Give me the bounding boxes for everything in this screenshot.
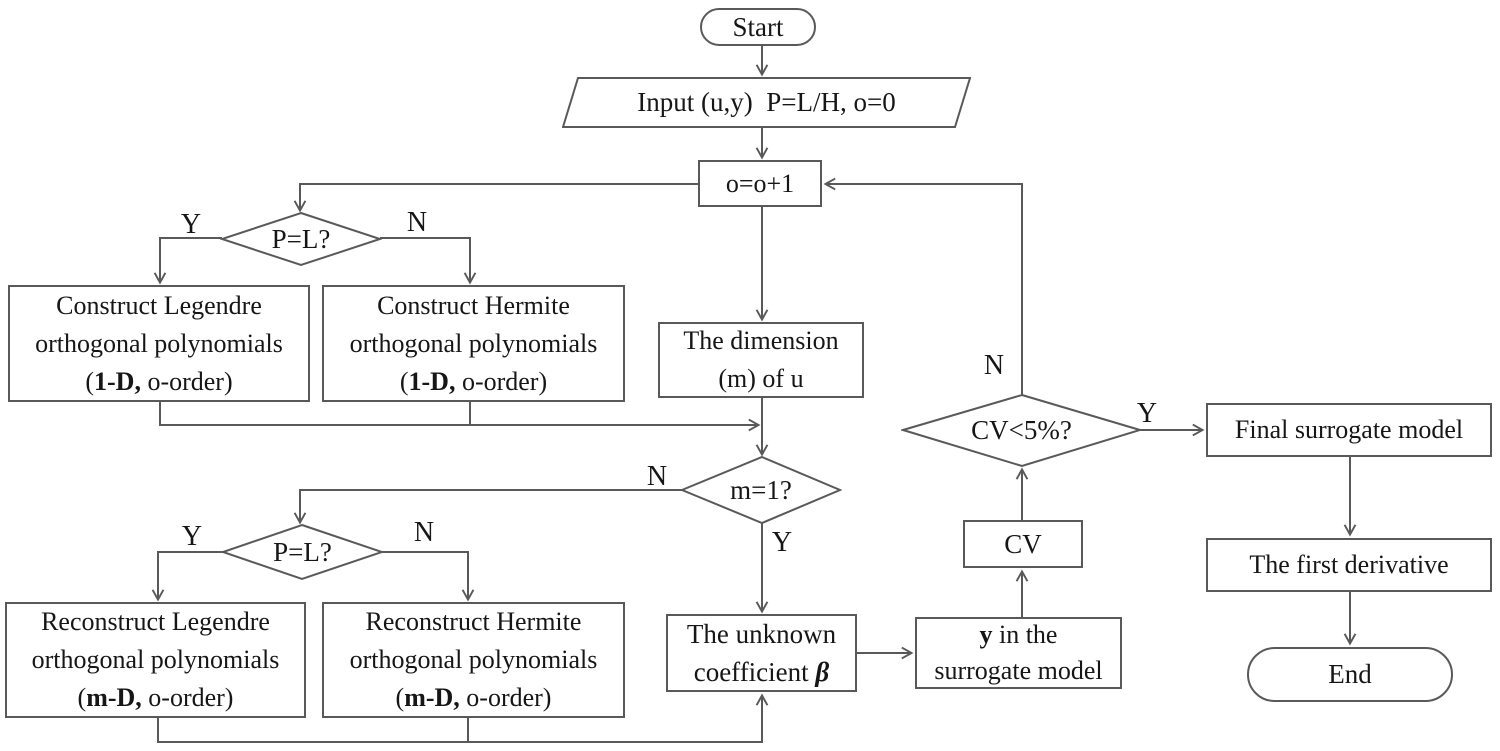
node-end-label: End bbox=[1328, 659, 1372, 690]
edge-increment-to-pl1 bbox=[293, 183, 698, 213]
diamond-shape bbox=[220, 211, 382, 267]
branch-label-pl2-yes: Y bbox=[181, 521, 203, 552]
node-increment: o=o+1 bbox=[698, 160, 822, 207]
branch-label-pl2-no: N bbox=[413, 517, 435, 548]
node-cv-label: CV bbox=[1004, 528, 1042, 559]
node-decision-p-eq-l-1: P=L? bbox=[220, 211, 382, 267]
node-decision-p-eq-l-2: P=L? bbox=[221, 523, 384, 581]
node-start-label: Start bbox=[732, 11, 784, 42]
node-final-model: Final surrogate model bbox=[1206, 403, 1492, 457]
branch-label-m1-no: N bbox=[646, 461, 668, 492]
node-reconstruct-hermite-line1: Reconstruct Hermite bbox=[365, 607, 582, 636]
node-unknown-coefficient: The unknown coefficient β bbox=[666, 614, 857, 692]
node-first-derivative: The first derivative bbox=[1206, 538, 1492, 592]
branch-label-cv-yes: Y bbox=[1136, 398, 1158, 429]
node-reconstruct-legendre-line3: (m-D, o-order) bbox=[77, 683, 234, 712]
edge-pl1-no-to-construct-hermite bbox=[380, 237, 477, 285]
edge-pl2-no-to-reconstruct-hermite bbox=[382, 551, 475, 602]
node-dimension-line1: The dimension bbox=[683, 326, 839, 355]
node-decision-m-eq-1: m=1? bbox=[680, 455, 842, 525]
node-reconstruct-hermite-line3: (m-D, o-order) bbox=[395, 683, 552, 712]
branch-label-pl1-no: N bbox=[406, 207, 428, 238]
node-construct-legendre-line3: (1-D, o-order) bbox=[85, 366, 233, 396]
parallelogram-shape bbox=[562, 77, 971, 128]
node-decision-p-eq-l-1-label: P=L? bbox=[271, 223, 331, 254]
node-reconstruct-legendre: Reconstruct Legendre orthogonal polynomi… bbox=[5, 602, 306, 718]
node-construct-legendre: Construct Legendre orthogonal polynomial… bbox=[8, 285, 310, 402]
node-decision-cv: CV<5%? bbox=[901, 393, 1142, 468]
diamond-shape bbox=[901, 393, 1142, 468]
diamond-shape bbox=[221, 523, 384, 581]
node-first-derivative-label: The first derivative bbox=[1249, 550, 1449, 580]
node-dimension-line2: (m) of u bbox=[718, 364, 804, 393]
edge-m1-no-to-pl2 bbox=[293, 489, 682, 525]
node-reconstruct-hermite: Reconstruct Hermite orthogonal polynomia… bbox=[322, 602, 625, 718]
node-construct-hermite: Construct Hermite orthogonal polynomials… bbox=[322, 285, 625, 402]
node-y-surrogate: y in the surrogate model bbox=[915, 617, 1122, 689]
node-construct-hermite-line2: orthogonal polynomials bbox=[349, 328, 598, 358]
node-y-surrogate-line1: y in the bbox=[979, 620, 1058, 649]
node-final-model-label: Final surrogate model bbox=[1234, 415, 1464, 445]
node-end: End bbox=[1247, 647, 1453, 702]
node-y-surrogate-line2: surrogate model bbox=[934, 656, 1103, 685]
node-reconstruct-legendre-line1: Reconstruct Legendre bbox=[41, 607, 270, 636]
node-unknown-coefficient-line2: coefficient β bbox=[693, 657, 830, 687]
node-increment-label: o=o+1 bbox=[725, 168, 795, 198]
node-input-label: Input (u,y) P=L/H, o=0 bbox=[637, 87, 896, 118]
branch-label-cv-no: N bbox=[983, 350, 1005, 381]
branch-label-m1-yes: Y bbox=[771, 527, 793, 558]
edge-construct-legendre-merge bbox=[159, 402, 761, 432]
node-start: Start bbox=[700, 8, 816, 46]
node-cv: CV bbox=[963, 520, 1083, 568]
edge-pl2-yes-to-reconstruct-legendre bbox=[151, 551, 223, 602]
node-input: Input (u,y) P=L/H, o=0 bbox=[562, 77, 971, 128]
branch-label-pl1-yes: Y bbox=[180, 209, 202, 240]
edge-pl1-yes-to-construct-legendre bbox=[153, 237, 222, 285]
node-construct-hermite-line1: Construct Hermite bbox=[377, 290, 570, 320]
node-construct-legendre-line2: orthogonal polynomials bbox=[35, 328, 283, 358]
diamond-shape bbox=[680, 455, 842, 525]
node-decision-cv-label: CV<5%? bbox=[971, 415, 1072, 446]
node-construct-legendre-line1: Construct Legendre bbox=[56, 290, 262, 320]
node-unknown-coefficient-line1: The unknown bbox=[686, 619, 837, 649]
node-reconstruct-hermite-line2: orthogonal polynomials bbox=[349, 645, 598, 674]
node-construct-hermite-line3: (1-D, o-order) bbox=[399, 366, 548, 396]
edge-reconstruct-legendre-to-coefficient bbox=[157, 693, 769, 743]
node-reconstruct-legendre-line2: orthogonal polynomials bbox=[31, 645, 280, 674]
node-decision-p-eq-l-2-label: P=L? bbox=[273, 536, 332, 567]
node-dimension: The dimension (m) of u bbox=[658, 322, 864, 398]
node-decision-m-eq-1-label: m=1? bbox=[730, 474, 792, 505]
edge-decision-cv-no-to-increment bbox=[823, 177, 1023, 395]
